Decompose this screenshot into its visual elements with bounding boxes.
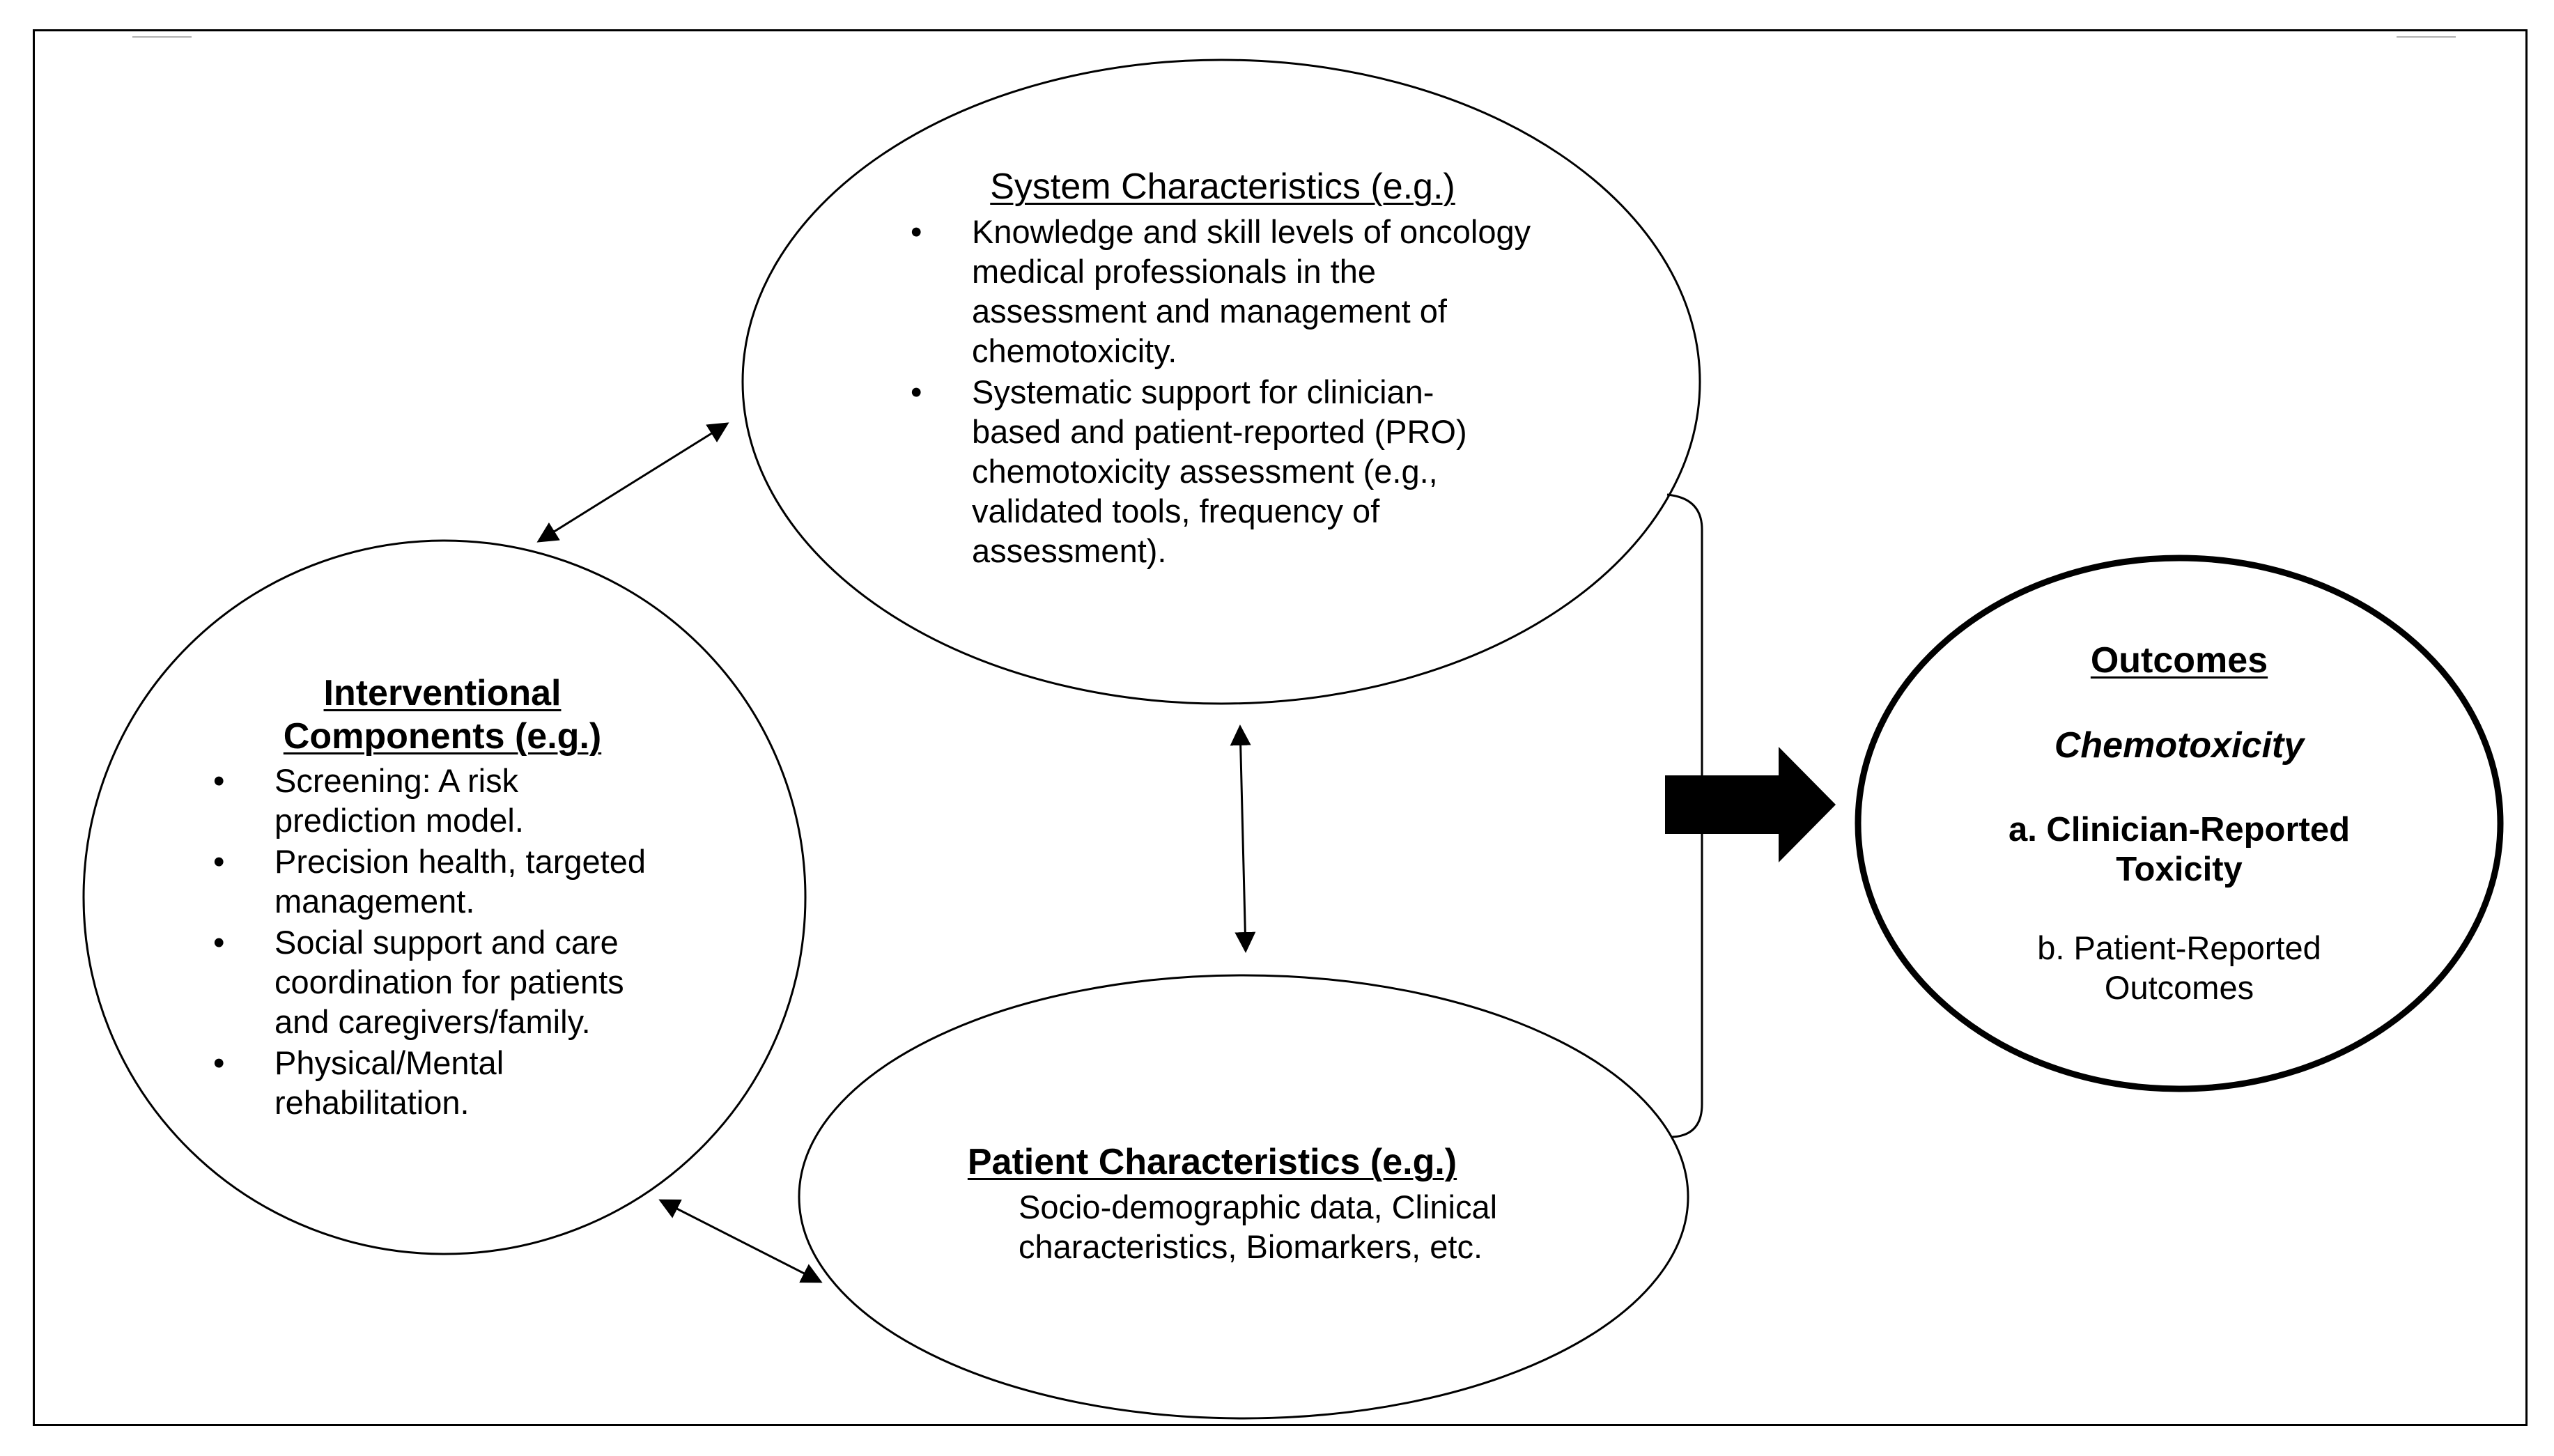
system-list: Knowledge and skill levels of oncology m… <box>911 212 1558 572</box>
interventional-title-line2: Components (e.g.) <box>283 716 602 757</box>
system-title: System Characteristics (e.g.) <box>990 166 1455 207</box>
patient-body: Socio-demographic data, Clinical charact… <box>1019 1188 1498 1265</box>
list-item: Systematic support for clinician-based a… <box>911 372 1558 571</box>
list-item: Knowledge and skill levels of oncology m… <box>911 212 1558 371</box>
list-item: Physical/Mental rehabilitation. <box>213 1043 687 1122</box>
big-right-arrow-icon <box>1665 747 1836 862</box>
patient-title: Patient Characteristics (e.g.) <box>967 1142 1457 1182</box>
corner-mark-right <box>2397 36 2456 38</box>
list-item: Screening: A risk prediction model. <box>213 761 687 840</box>
interventional-circle <box>82 539 807 1255</box>
arrow-interventional-system <box>536 422 729 543</box>
arrow-system-patient <box>1230 725 1256 953</box>
outcome-item-a: a. Clinician-Reported Toxicity <box>2008 811 2351 888</box>
outcome-item-b: b. Patient-Reported Outcomes <box>2037 929 2321 1006</box>
arrow-interventional-patient <box>658 1199 823 1283</box>
interventional-title-line1: Interventional <box>323 673 562 713</box>
outcomes-subtitle: Chemotoxicity <box>2054 725 2305 766</box>
list-item: Precision health, targeted management. <box>213 842 687 921</box>
patient-ellipse <box>798 974 1689 1420</box>
corner-mark-left <box>132 36 192 38</box>
outcomes-circle <box>1855 555 2504 1092</box>
diagram-frame <box>33 29 2528 1426</box>
system-ellipse <box>741 59 1701 705</box>
outcomes-title: Outcomes <box>2090 640 2268 681</box>
list-item: Social support and care coordination for… <box>213 922 687 1041</box>
bracket-connector <box>1666 493 1703 1138</box>
interventional-list: Screening: A risk prediction model. Prec… <box>213 761 687 1124</box>
